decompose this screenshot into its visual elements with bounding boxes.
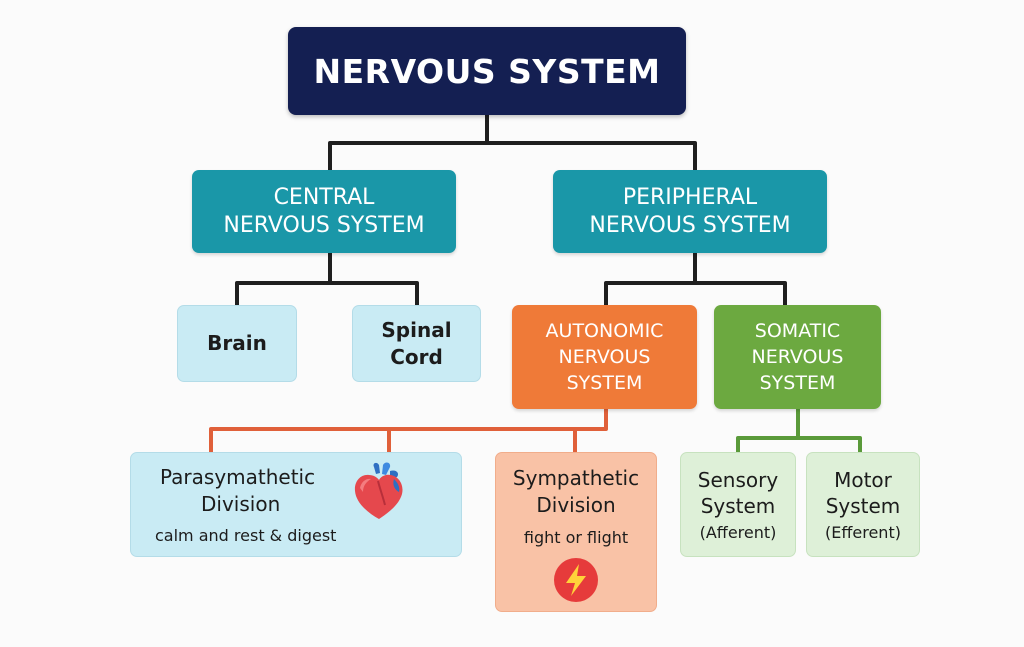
somatic-line3: SYSTEM <box>759 372 836 394</box>
pns-line1: PERIPHERAL <box>622 184 758 210</box>
somatic-connector <box>736 409 862 452</box>
motor-line2: System <box>825 494 901 518</box>
root-title: NERVOUS SYSTEM <box>313 51 661 91</box>
cns-line1: CENTRAL <box>273 184 375 210</box>
somatic-line1: SOMATIC <box>754 320 841 342</box>
sympathetic-line1: Sympathetic <box>512 466 640 490</box>
root-connector <box>328 115 697 170</box>
nervous-system-node: NERVOUS SYSTEM <box>288 27 686 115</box>
spinal-line1: Spinal <box>381 317 452 342</box>
motor-subtitle: (Efferent) <box>825 523 901 542</box>
pns-line2: NERVOUS SYSTEM <box>589 212 791 238</box>
autonomic-connector <box>209 409 608 452</box>
autonomic-nervous-system-node: AUTONOMIC NERVOUS SYSTEM <box>512 305 697 409</box>
motor-line1: Motor <box>834 468 892 492</box>
sensory-line2: System <box>700 494 776 518</box>
parasympathetic-line2: Division <box>201 492 281 516</box>
autonomic-line3: SYSTEM <box>566 372 643 394</box>
sensory-system-node: Sensory System (Afferent) <box>680 452 796 557</box>
brain-label: Brain <box>207 331 267 355</box>
cns-line2: NERVOUS SYSTEM <box>223 212 425 238</box>
sympathetic-line2: Division <box>536 493 616 517</box>
autonomic-line2: NERVOUS <box>558 346 651 368</box>
cns-connector <box>235 253 419 305</box>
parasympathetic-line1: Parasymathetic <box>160 465 316 489</box>
somatic-line2: NERVOUS <box>751 346 844 368</box>
sensory-line1: Sensory <box>697 468 779 492</box>
spinal-cord-node: Spinal Cord <box>352 305 481 382</box>
sympathetic-subtitle: fight or flight <box>523 528 629 547</box>
parasympathetic-division-node: Parasymathetic Division calm and rest & … <box>130 452 462 557</box>
motor-system-node: Motor System (Efferent) <box>806 452 920 557</box>
heart-icon <box>354 462 403 519</box>
parasympathetic-subtitle: calm and rest & digest <box>155 526 337 545</box>
brain-node: Brain <box>177 305 297 382</box>
autonomic-line1: AUTONOMIC <box>545 320 664 342</box>
pns-connector <box>604 253 787 305</box>
sensory-subtitle: (Afferent) <box>699 523 777 542</box>
central-nervous-system-node: CENTRAL NERVOUS SYSTEM <box>192 170 456 253</box>
lightning-icon <box>554 558 598 602</box>
spinal-line2: Cord <box>390 344 443 369</box>
peripheral-nervous-system-node: PERIPHERAL NERVOUS SYSTEM <box>553 170 827 253</box>
somatic-nervous-system-node: SOMATIC NERVOUS SYSTEM <box>714 305 881 409</box>
